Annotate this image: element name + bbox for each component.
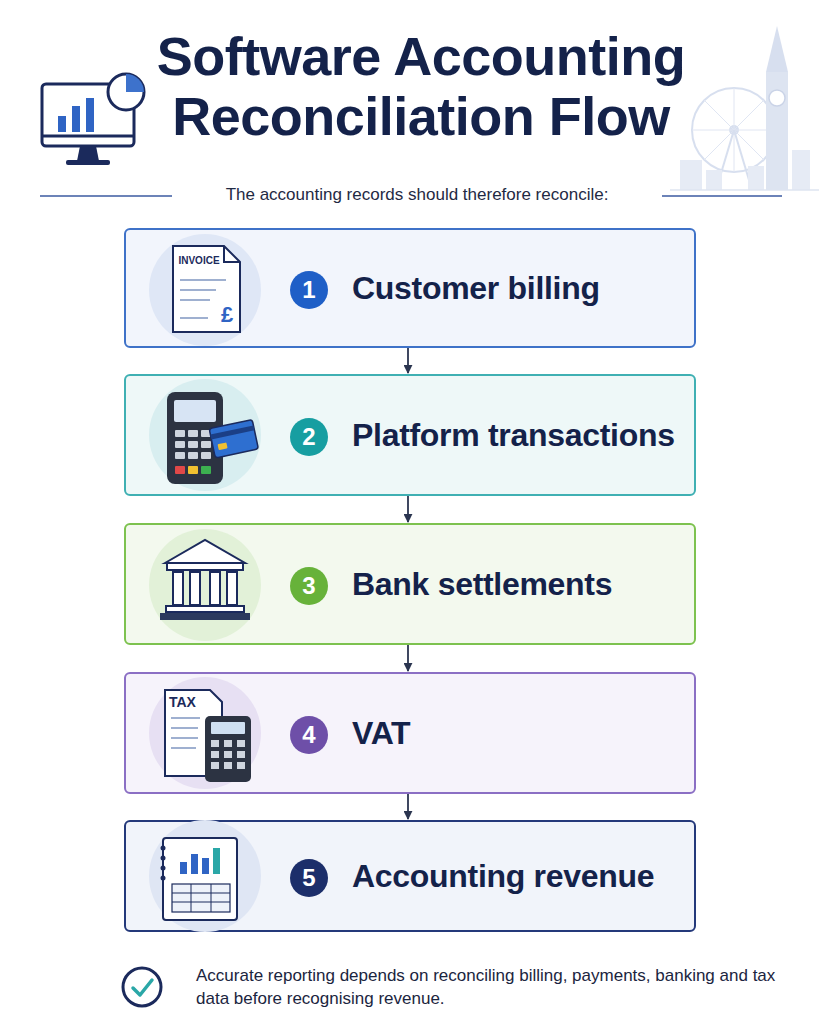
subtitle-text: The accounting records should therefore …: [170, 185, 664, 205]
skyline-decoration: [706, 170, 722, 190]
badge-circle: [290, 271, 328, 309]
check-icon: [123, 968, 161, 1006]
monitor-icon: [42, 74, 144, 165]
process-box: Platform transactions 2: [124, 374, 696, 496]
badge-circle: [290, 716, 328, 754]
callout-number: 5: [289, 858, 329, 898]
subtitle-rule: [662, 195, 782, 197]
callout-number: 4: [289, 715, 329, 755]
caption-text: Accurate reporting depends on reconcilin…: [196, 964, 776, 1010]
step-badge: 1: [289, 270, 329, 310]
flow-connector-group: [408, 645, 409, 671]
flow-arrow: [407, 645, 409, 671]
flow-connector-group: [408, 496, 409, 522]
badge-circle: [290, 418, 328, 456]
monitor-icon: [66, 160, 110, 165]
step-title: Bank settlements: [352, 525, 612, 643]
monitor-icon: [86, 98, 94, 132]
skyline-decoration: [680, 160, 702, 190]
skyline-decoration: [670, 189, 819, 191]
callout-number: 3: [289, 566, 329, 606]
step-title: VAT: [352, 674, 410, 792]
subtitle-rule: [40, 195, 172, 197]
callout-number: 1: [289, 270, 329, 310]
monitor-icon: [42, 84, 134, 146]
process-box: Accounting revenue 5: [124, 820, 696, 932]
badge-circle: [290, 567, 328, 605]
badge-circle: [290, 859, 328, 897]
step-title: Customer billing: [352, 230, 600, 346]
skyline-decoration: [692, 88, 776, 172]
step-badge: 5: [289, 858, 329, 898]
skyline-decoration: [766, 26, 788, 72]
flow-arrow: [407, 348, 409, 373]
icon-text: TAX: [169, 694, 207, 710]
check-icon: [123, 968, 161, 1006]
flow-connector-group: [408, 794, 409, 819]
skyline-decoration: [792, 150, 810, 190]
process-box: Customer billing 1: [124, 228, 696, 348]
monitor-icon: [126, 74, 144, 92]
callout-number: 2: [289, 417, 329, 457]
flow-connector-group: [408, 348, 409, 373]
monitor-icon: [108, 74, 144, 110]
flow-arrow: [407, 794, 409, 819]
diagram-title: Software Accounting Reconciliation Flow: [131, 26, 711, 146]
monitor-icon: [72, 106, 80, 132]
check-icon: [133, 980, 152, 995]
skyline-decoration: [769, 90, 785, 106]
step-badge: 4: [289, 715, 329, 755]
monitor-icon: [42, 135, 134, 138]
icon-text: INVOICE: [176, 255, 222, 266]
currency-symbol: £: [216, 302, 238, 328]
skyline-decoration: [716, 130, 752, 190]
skyline-decoration: [670, 26, 819, 190]
monitor-icon: [58, 116, 66, 132]
skyline-decoration: [729, 125, 739, 135]
monitor-icon: [77, 146, 99, 161]
step-title: Accounting revenue: [352, 822, 654, 930]
step-badge: 2: [289, 417, 329, 457]
step-badge: 3: [289, 566, 329, 606]
skyline-decoration: [748, 166, 764, 190]
process-box: Bank settlements 3: [124, 523, 696, 645]
process-box: VAT 4: [124, 672, 696, 794]
flow-arrow: [407, 496, 409, 522]
step-title: Platform transactions: [352, 376, 675, 494]
skyline-decoration: [692, 88, 776, 172]
skyline-decoration: [766, 72, 788, 190]
